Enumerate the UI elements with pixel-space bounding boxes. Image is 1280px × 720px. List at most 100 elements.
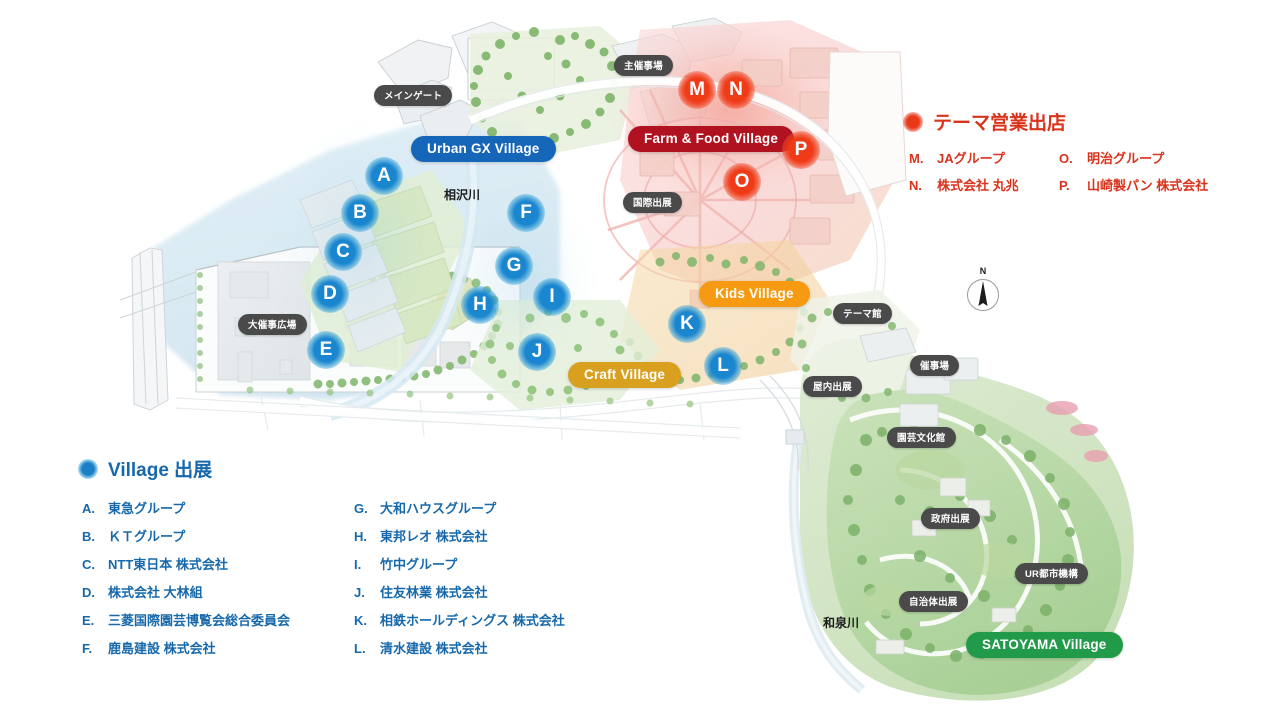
village-legend-column-1: A. 東急グループ B. ＫＴグループ C. NTT東日本 株式会社 D. 株式…: [82, 498, 354, 666]
legend-item[interactable]: N. 株式会社 丸兆: [909, 175, 1059, 194]
village-legend-column-2: G. 大和ハウスグループ H. 東邦レオ 株式会社 I. 竹中グループ J. 住…: [354, 498, 626, 666]
legend-key: P.: [1059, 178, 1070, 193]
map-marker-b[interactable]: B: [341, 194, 379, 232]
legend-name: NTT東日本 株式会社: [108, 557, 228, 572]
village-legend-columns: A. 東急グループ B. ＫＴグループ C. NTT東日本 株式会社 D. 株式…: [78, 498, 626, 666]
legend-name: 清水建設 株式会社: [380, 641, 488, 656]
legend-item[interactable]: K. 相鉄ホールディングス 株式会社: [354, 610, 626, 629]
map-label-indoor-exhibit[interactable]: 屋内出展: [803, 376, 862, 397]
legend-name: 竹中グループ: [380, 557, 458, 572]
theme-legend-header: テーマ営業出店: [903, 108, 1209, 135]
legend-key: C.: [82, 557, 95, 572]
village-exhibitor-legend: Village 出展 A. 東急グループ B. ＫＴグループ C. NTT東日本…: [78, 455, 626, 666]
map-pill-farm-food-village[interactable]: Farm & Food Village: [628, 126, 795, 152]
map-pill-craft-village[interactable]: Craft Village: [568, 362, 682, 388]
map-label-aizawa-river: 相沢川: [444, 188, 481, 202]
legend-name: 明治グループ: [1087, 151, 1165, 166]
theme-legend-title: テーマ営業出店: [933, 113, 1067, 134]
legend-key: D.: [82, 585, 95, 600]
map-label-horticulture-culture-hall[interactable]: 園芸文化館: [887, 427, 956, 448]
theme-legend-dot-icon: [903, 111, 923, 132]
legend-name: ＫＴグループ: [108, 529, 186, 544]
map-marker-g[interactable]: G: [495, 247, 533, 285]
legend-name: 株式会社 大林組: [108, 585, 203, 600]
village-legend-dot-icon: [78, 458, 98, 479]
theme-legend-columns: M. JAグループ N. 株式会社 丸兆 O. 明治グループ P. 山崎製パン …: [903, 148, 1209, 202]
map-label-grand-event-plaza[interactable]: 大催事広場: [238, 314, 307, 335]
village-legend-header: Village 出展: [78, 455, 626, 482]
map-marker-c[interactable]: C: [324, 233, 362, 271]
map-label-international-exhibit[interactable]: 国際出展: [623, 192, 682, 213]
map-label-main-gate[interactable]: メインゲート: [374, 85, 453, 106]
map-pill-satoyama-village[interactable]: SATOYAMA Village: [966, 632, 1123, 658]
legend-item[interactable]: M. JAグループ: [909, 148, 1059, 167]
map-label-theme-pavilion[interactable]: テーマ館: [833, 303, 892, 324]
legend-name: 住友林業 株式会社: [380, 585, 488, 600]
map-marker-n[interactable]: N: [717, 71, 755, 109]
map-marker-i[interactable]: I: [533, 278, 571, 316]
map-pill-label: Kids Village: [715, 286, 794, 301]
map-pill-label: Farm & Food Village: [644, 131, 779, 146]
legend-key: A.: [82, 501, 95, 516]
map-label-izumi-river: 和泉川: [823, 616, 860, 630]
map-pill-kids-village[interactable]: Kids Village: [699, 281, 810, 307]
legend-name: 大和ハウスグループ: [380, 501, 497, 516]
map-pill-label: Urban GX Village: [427, 141, 540, 156]
map-marker-p[interactable]: P: [782, 131, 820, 169]
map-label-municipal-exhibit[interactable]: 自治体出展: [899, 591, 968, 612]
legend-item[interactable]: G. 大和ハウスグループ: [354, 498, 626, 517]
legend-name: 三菱国際園芸博覧会総合委員会: [108, 613, 291, 628]
legend-name: 東邦レオ 株式会社: [380, 529, 488, 544]
village-legend-title: Village 出展: [108, 460, 213, 481]
theme-legend-column-1: M. JAグループ N. 株式会社 丸兆: [909, 148, 1059, 202]
legend-item[interactable]: O. 明治グループ: [1059, 148, 1209, 167]
legend-name: JAグループ: [937, 151, 1005, 166]
legend-key: I.: [354, 557, 362, 572]
map-marker-m[interactable]: M: [678, 71, 716, 109]
legend-name: 相鉄ホールディングス 株式会社: [380, 613, 565, 628]
legend-item[interactable]: L. 清水建設 株式会社: [354, 638, 626, 657]
legend-item[interactable]: A. 東急グループ: [82, 498, 354, 517]
compass-north-label: N: [979, 266, 987, 276]
legend-key: N.: [909, 178, 922, 193]
compass-rose: N: [966, 266, 1000, 312]
legend-key: J.: [354, 585, 365, 600]
map-label-main-event-venue[interactable]: 主催事場: [614, 55, 673, 76]
map-marker-a[interactable]: A: [365, 157, 403, 195]
legend-item[interactable]: E. 三菱国際園芸博覧会総合委員会: [82, 610, 354, 629]
legend-key: B.: [82, 529, 95, 544]
legend-name: 東急グループ: [108, 501, 186, 516]
map-label-ur-urban-agency[interactable]: UR都市機構: [1015, 563, 1088, 584]
map-marker-h[interactable]: H: [461, 286, 499, 324]
map-marker-l[interactable]: L: [704, 347, 742, 385]
theme-legend-column-2: O. 明治グループ P. 山崎製パン 株式会社: [1059, 148, 1209, 202]
legend-name: 山崎製パン 株式会社: [1087, 178, 1209, 193]
legend-item[interactable]: J. 住友林業 株式会社: [354, 582, 626, 601]
legend-item[interactable]: C. NTT東日本 株式会社: [82, 554, 354, 573]
map-label-government-exhibit[interactable]: 政府出展: [921, 508, 980, 529]
map-marker-j[interactable]: J: [518, 333, 556, 371]
legend-key: L.: [354, 641, 366, 656]
legend-name: 株式会社 丸兆: [937, 178, 1019, 193]
legend-item[interactable]: D. 株式会社 大林組: [82, 582, 354, 601]
legend-key: K.: [354, 613, 367, 628]
legend-item[interactable]: H. 東邦レオ 株式会社: [354, 526, 626, 545]
map-marker-e[interactable]: E: [307, 331, 345, 369]
legend-key: M.: [909, 151, 924, 166]
legend-item[interactable]: F. 鹿島建設 株式会社: [82, 638, 354, 657]
legend-key: H.: [354, 529, 367, 544]
map-marker-f[interactable]: F: [507, 194, 545, 232]
map-marker-k[interactable]: K: [668, 305, 706, 343]
map-marker-o[interactable]: O: [723, 163, 761, 201]
map-label-event-venue[interactable]: 催事場: [910, 355, 960, 376]
theme-exhibitor-legend: テーマ営業出店 M. JAグループ N. 株式会社 丸兆 O. 明治グループ P…: [903, 108, 1209, 202]
legend-item[interactable]: I. 竹中グループ: [354, 554, 626, 573]
legend-key: E.: [82, 613, 95, 628]
map-pill-urban-gx-village[interactable]: Urban GX Village: [411, 136, 556, 162]
legend-item[interactable]: B. ＫＴグループ: [82, 526, 354, 545]
legend-item[interactable]: P. 山崎製パン 株式会社: [1059, 175, 1209, 194]
map-marker-d[interactable]: D: [311, 275, 349, 313]
map-pill-label: Craft Village: [584, 367, 666, 382]
